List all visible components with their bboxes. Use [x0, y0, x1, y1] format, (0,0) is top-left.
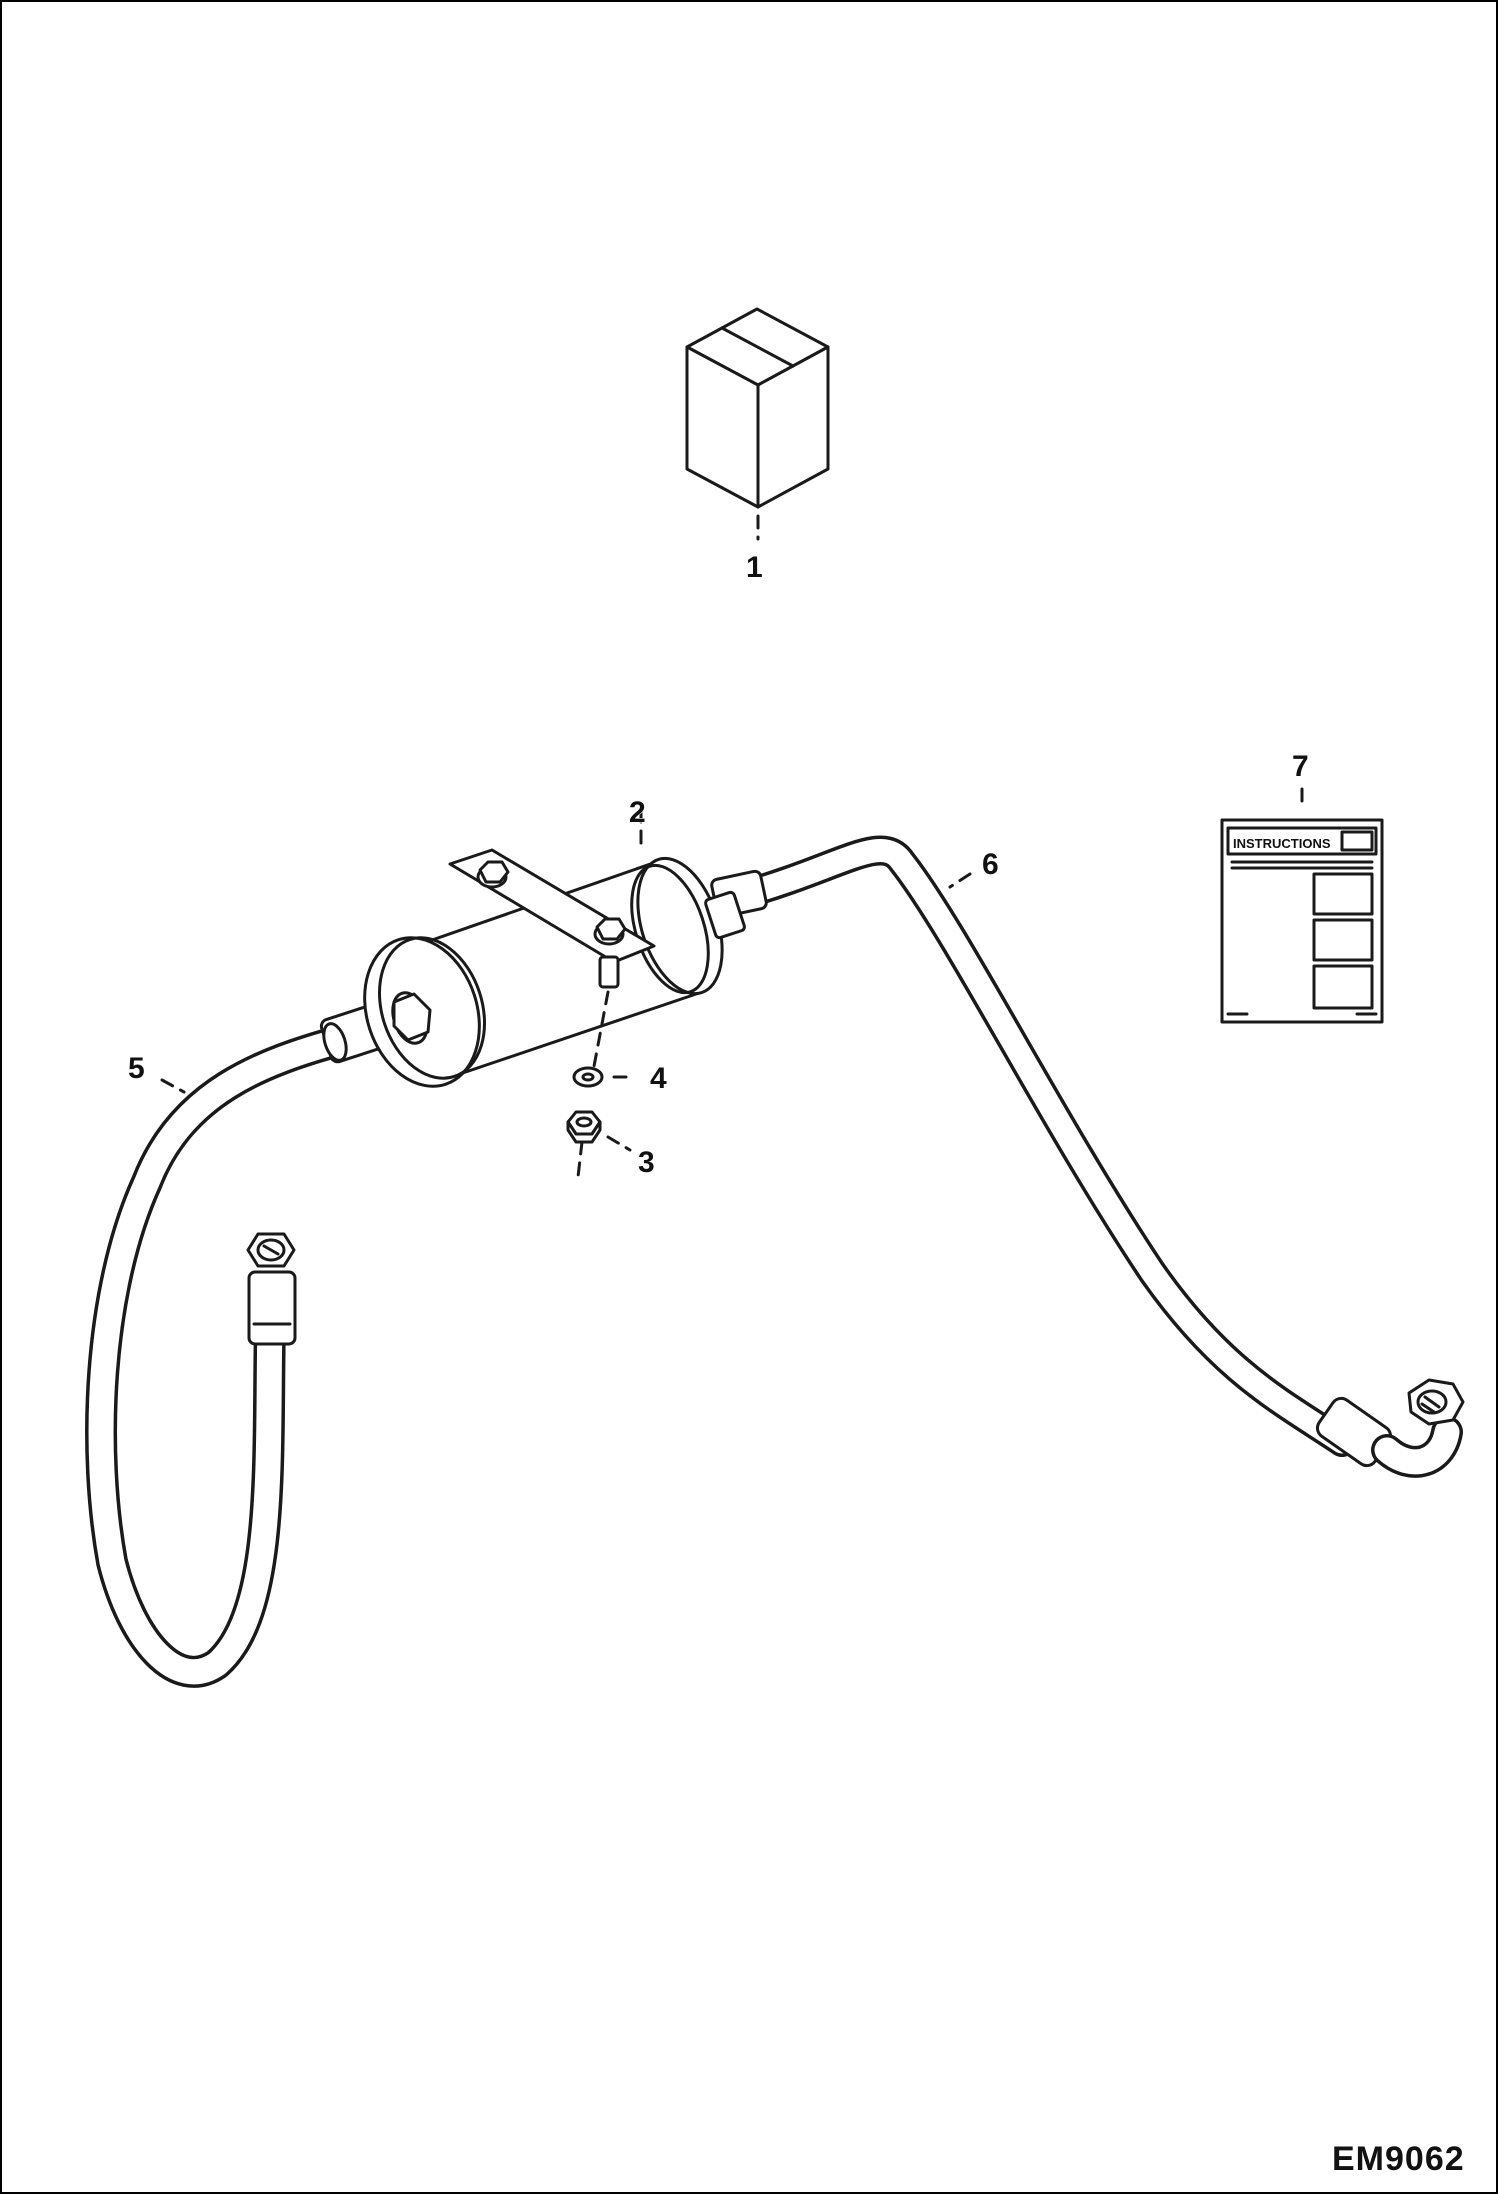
callout-6: 6	[982, 848, 999, 881]
hose-part-5	[85, 1004, 387, 1688]
callout-7: 7	[1292, 750, 1309, 783]
callout-5: 5	[128, 1052, 145, 1085]
instruction-sheet-heading: INSTRUCTIONS	[1233, 836, 1331, 851]
callout-2: 2	[629, 796, 646, 829]
figure-code: EM9062	[1332, 2140, 1465, 2178]
callout-3: 3	[638, 1146, 655, 1179]
callout-1: 1	[746, 551, 763, 584]
filter-drier-part-2	[363, 848, 746, 1088]
nut-part-3	[566, 1110, 632, 1152]
washer-part-4	[572, 1066, 637, 1088]
callout-4: 4	[650, 1062, 667, 1095]
instruction-sheet-part-7: INSTRUCTIONS	[1220, 818, 1384, 1024]
kit-box-part-1	[685, 307, 830, 541]
